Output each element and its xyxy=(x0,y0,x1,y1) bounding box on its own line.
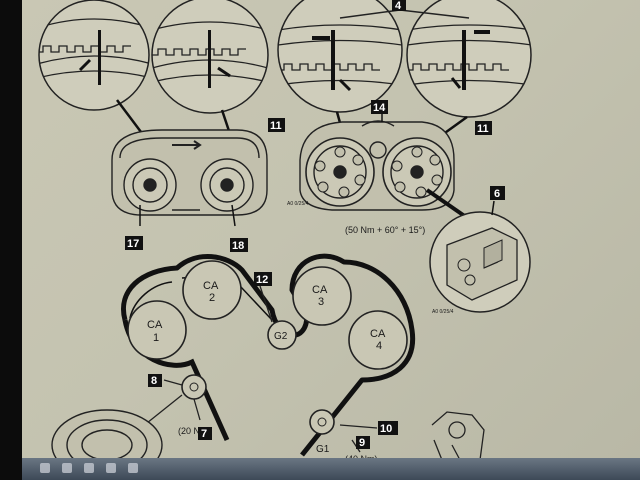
svg-text:12: 12 xyxy=(256,274,268,286)
callout-17: 17 xyxy=(125,236,143,250)
callout-10: 10 xyxy=(378,421,398,435)
callout-17-18-leaders xyxy=(139,204,236,227)
callout-4: 4 xyxy=(392,0,406,12)
pulley-ca3 xyxy=(292,266,352,326)
pulley-ca2-label: CA xyxy=(203,280,219,292)
engine-view-left xyxy=(111,129,268,216)
callout-8: 8 xyxy=(148,374,162,387)
detail-magnifier-bolt xyxy=(429,211,531,313)
torque-cam-bolt: (50 Nm + 60° + 15°) xyxy=(345,225,425,235)
svg-text:10: 10 xyxy=(380,423,392,435)
pulley-ca4-label: CA xyxy=(370,328,386,340)
taskbar-icon xyxy=(128,463,138,473)
taskbar-icon xyxy=(106,463,116,473)
pulley-g2-label: G2 xyxy=(274,331,288,342)
callout-7: 7 xyxy=(198,427,212,440)
pulley-holes xyxy=(314,146,443,198)
callout-11-right: 11 xyxy=(475,121,492,135)
detail-magnifier-center-left xyxy=(151,0,269,114)
svg-text:18: 18 xyxy=(232,240,244,252)
svg-text:8: 8 xyxy=(151,375,157,387)
svg-text:7: 7 xyxy=(201,428,207,440)
pulley-ca1-number: 1 xyxy=(153,332,159,344)
torque-idler-7: (20 Nm) xyxy=(178,426,211,436)
detail-magnifier-right xyxy=(406,0,532,118)
taskbar-icon xyxy=(62,463,72,473)
taskbar-icon xyxy=(40,463,50,473)
svg-text:6: 6 xyxy=(494,188,500,200)
pulley-ca3-label: CA xyxy=(312,284,328,296)
svg-text:9: 9 xyxy=(359,437,365,449)
detail-magnifier-center-right xyxy=(277,0,403,113)
idler-pulley-left xyxy=(181,374,207,400)
callout-boxes: 4 11 11 14 6 17 18 12 8 7 9 10 xyxy=(125,0,505,449)
callout-18: 18 xyxy=(230,238,248,252)
figure-code-b: A0 0/25/4 xyxy=(432,309,454,315)
timing-belt-routing xyxy=(121,253,416,457)
taskbar-icon xyxy=(84,463,94,473)
svg-text:11: 11 xyxy=(270,120,282,132)
timing-belt-diagram: (50 Nm + 60° + 15°) (20 Nm) (40 Nm) A0 0… xyxy=(38,0,532,462)
svg-text:4: 4 xyxy=(395,0,402,12)
pulley-g2 xyxy=(267,320,297,350)
service-manual-page: (50 Nm + 60° + 15°) (20 Nm) (40 Nm) A0 0… xyxy=(22,0,640,462)
pulley-ca2-number: 2 xyxy=(209,292,215,304)
crankshaft-damper xyxy=(51,409,163,462)
pulley-ca1 xyxy=(127,300,187,360)
pulley-labels: CA 1 CA 2 CA 3 CA 4 G2 G1 xyxy=(147,280,386,455)
svg-text:11: 11 xyxy=(477,123,489,135)
svg-text:17: 17 xyxy=(127,238,139,250)
pulley-ca1-label: CA xyxy=(147,319,163,331)
callout-12: 12 xyxy=(254,272,272,286)
svg-text:14: 14 xyxy=(373,102,386,114)
pulley-ca2 xyxy=(182,260,242,320)
monitor-taskbar-strip xyxy=(22,458,640,480)
pulley-ca3-number: 3 xyxy=(318,296,324,308)
magnifier-leaders xyxy=(116,99,468,141)
callout-11-left: 11 xyxy=(268,118,285,132)
callout-14: 14 xyxy=(371,100,388,114)
figure-code-a: A0 0/25/4 xyxy=(287,201,309,207)
pulley-g1 xyxy=(309,409,335,435)
detail-magnifier-left xyxy=(38,0,150,111)
pulley-ca4 xyxy=(348,310,408,370)
pulley-ca4-number: 4 xyxy=(376,340,382,352)
callout-6: 6 xyxy=(490,186,505,200)
pulley-g1-label: G1 xyxy=(316,444,330,455)
water-pump xyxy=(431,411,485,461)
callout-9: 9 xyxy=(356,436,370,449)
